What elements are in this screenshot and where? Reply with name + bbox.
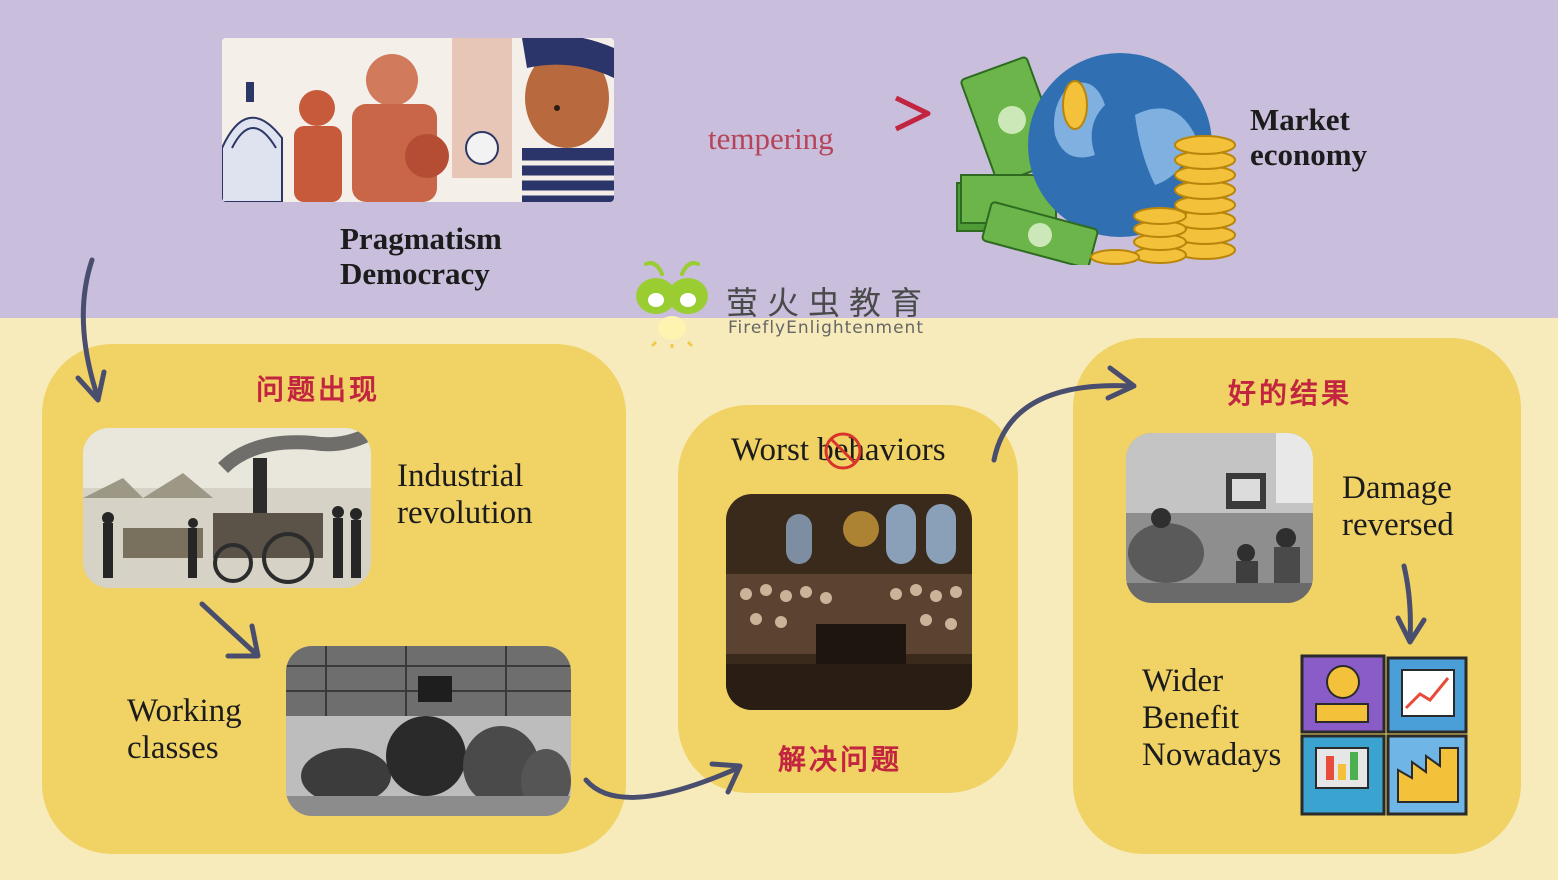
family-tv-image — [1126, 433, 1313, 603]
damage-reversed-label: Damage reversed — [1342, 470, 1454, 544]
parliament-debate-image — [726, 494, 972, 710]
economy-collage-image — [1298, 652, 1470, 818]
firefly-icon — [636, 261, 708, 348]
market-economy-illustration — [955, 45, 1240, 269]
label-line: Democracy — [340, 255, 490, 291]
arrow-right-icon — [656, 96, 931, 132]
industrial-revolution-label: Industrial revolution — [397, 458, 533, 532]
label-line: reversed — [1342, 506, 1454, 543]
label-line: Market — [1250, 102, 1350, 137]
tempering-label: tempering — [708, 121, 834, 156]
watermark-logo: 萤火虫教育 FireflyEnlightenment — [632, 256, 952, 348]
working-classes-image — [286, 646, 571, 816]
results-title: 好的结果 — [1228, 377, 1353, 410]
label-line: Working — [127, 693, 242, 729]
market-economy-label: Market economy — [1250, 102, 1368, 172]
watermark-en: FireflyEnlightenment — [728, 318, 924, 338]
problems-title: 问题出现 — [256, 373, 381, 406]
label-line: Benefit — [1142, 699, 1240, 736]
label-line: Damage — [1342, 470, 1452, 506]
solve-title: 解决问题 — [778, 743, 903, 776]
label-line: Wider — [1142, 663, 1224, 699]
watermark-cn: 萤火虫教育 — [726, 284, 932, 322]
label-line: Industrial — [397, 458, 524, 494]
label-line: economy — [1250, 136, 1368, 172]
working-classes-label: Working classes — [127, 693, 242, 767]
pragmatism-democracy-label: Pragmatism Democracy — [340, 221, 502, 291]
label-line: revolution — [397, 494, 533, 531]
democracy-illustration — [222, 38, 614, 202]
label-line: classes — [127, 729, 219, 766]
industrial-revolution-image — [83, 428, 371, 588]
wider-benefit-label: Wider Benefit Nowadays — [1142, 663, 1281, 774]
label-line: Nowadays — [1142, 736, 1282, 773]
worst-behaviors-heading: Worst behaviors — [731, 432, 946, 468]
label-line: Pragmatism — [340, 221, 502, 256]
no-sign-icon — [824, 432, 862, 470]
